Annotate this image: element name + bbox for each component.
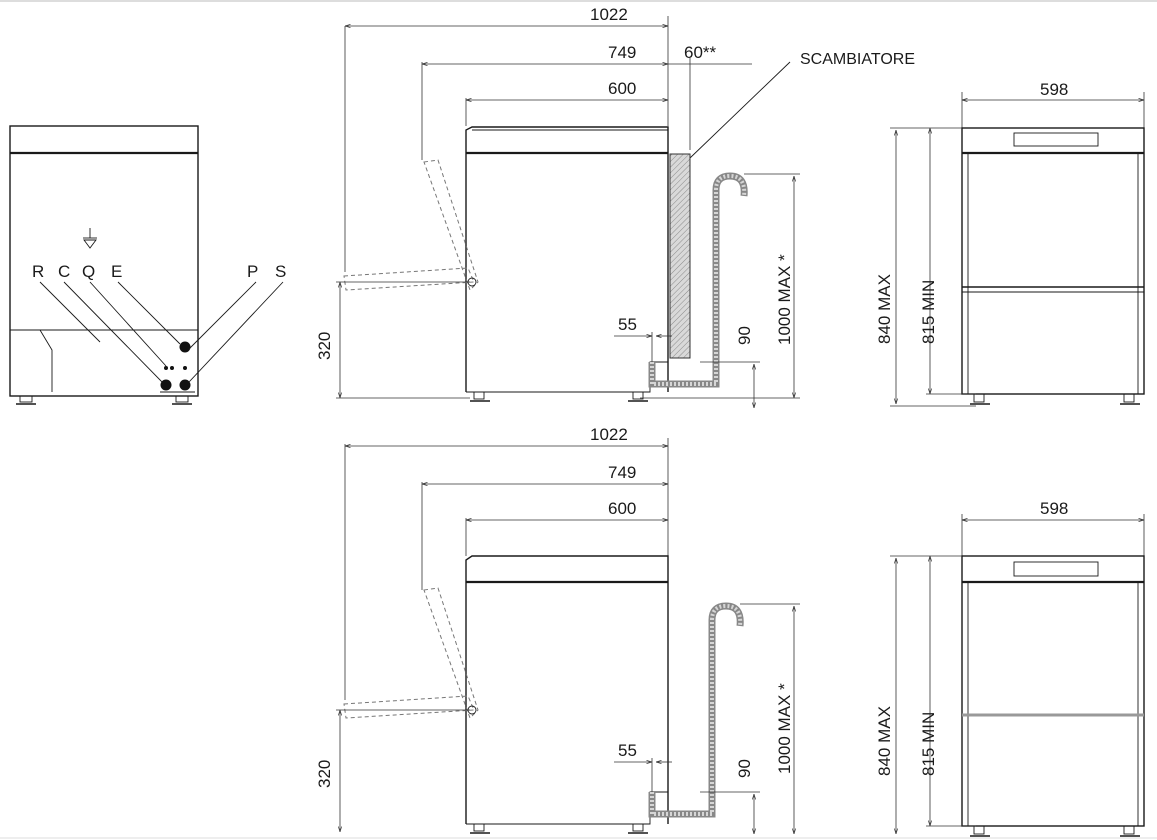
rear-view: R C Q E P S [9, 125, 286, 405]
label-p: P [247, 262, 258, 281]
label-e: E [111, 262, 122, 281]
dim-drain-height-label: 90 [735, 326, 754, 345]
front-width-label: 598 [1040, 80, 1068, 99]
front-min-label-2: 815 MIN [919, 712, 938, 776]
dim-open-label-2: 749 [608, 463, 636, 482]
dim-body-label-2: 600 [608, 499, 636, 518]
front-max-label: 840 MAX [875, 274, 894, 344]
connection-s-dot [179, 379, 191, 391]
side-view-with-exchanger: 1022 749 60** 600 SCAMBIATORE [315, 5, 915, 408]
front-view-top: 598 840 MAX 815 MIN [875, 80, 1145, 407]
dim-max-height-label: 1000 MAX * [775, 254, 794, 345]
connection-e-dot [179, 341, 191, 353]
dim-hinge-label: 320 [315, 332, 334, 360]
dim-drain-offset-label: 55 [618, 315, 637, 334]
dim-open-label: 749 [608, 43, 636, 62]
dim-hinge-label-2: 320 [315, 760, 334, 788]
label-r: R [32, 262, 44, 281]
label-c: C [58, 262, 70, 281]
exchanger-panel [669, 153, 691, 359]
front-width-label-2: 598 [1040, 499, 1068, 518]
dim-body-label: 600 [608, 79, 636, 98]
dim-total-label: 1022 [590, 5, 628, 24]
ground-icon [83, 228, 97, 249]
label-s: S [275, 262, 286, 281]
dim-gap-label: 60** [684, 43, 717, 62]
dim-drain-offset-label-2: 55 [618, 741, 637, 760]
dim-max-height-label-2: 1000 MAX * [775, 683, 794, 774]
exchanger-label: SCAMBIATORE [800, 51, 915, 68]
front-view-bottom: 598 840 MAX 815 MIN [875, 499, 1145, 837]
dim-drain-height-label-2: 90 [735, 759, 754, 778]
dim-total-label-2: 1022 [590, 425, 628, 444]
connection-r-dot [160, 379, 172, 391]
front-min-label: 815 MIN [919, 280, 938, 344]
side-view-standard: 1022 749 600 320 55 90 [315, 425, 800, 834]
label-q: Q [82, 262, 95, 281]
front-max-label-2: 840 MAX [875, 706, 894, 776]
